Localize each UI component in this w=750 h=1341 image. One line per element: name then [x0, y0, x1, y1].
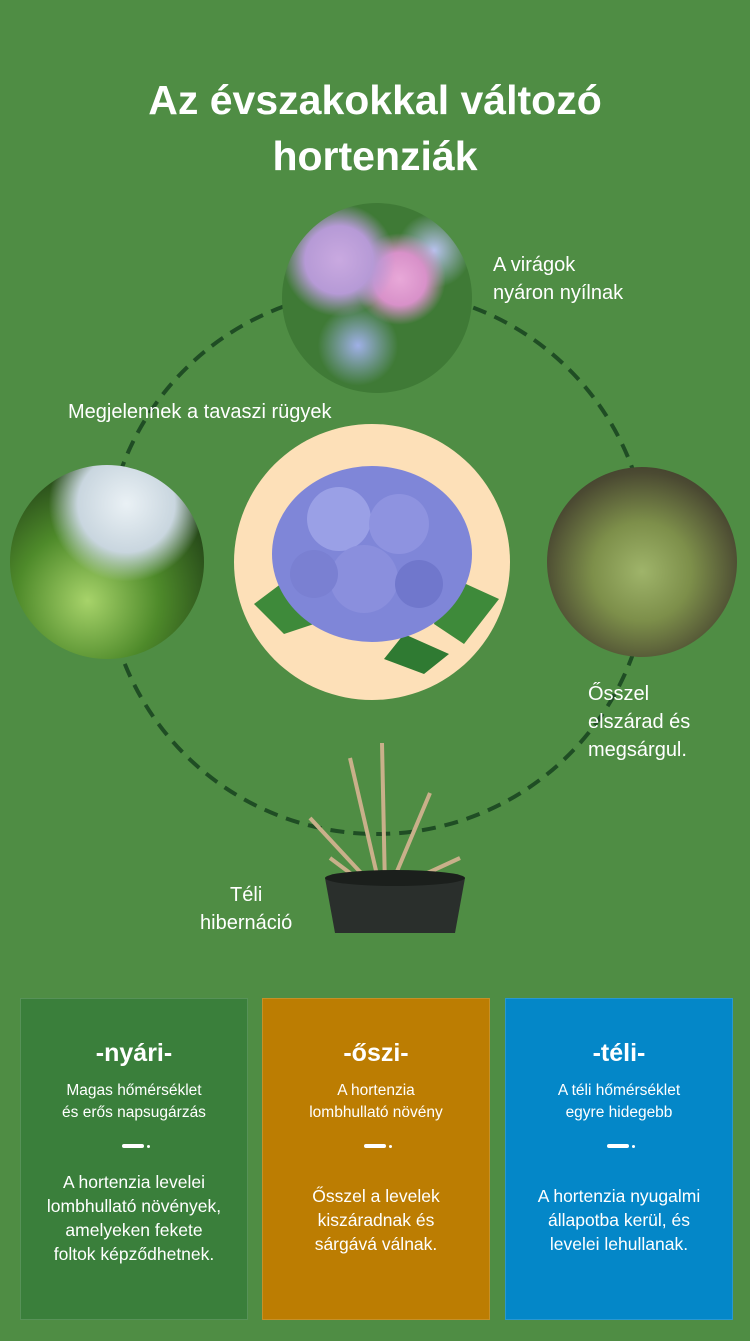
- divider-icon: [358, 1142, 394, 1150]
- autumn-label-line: Ősszel: [588, 683, 650, 705]
- winter-label: Téli hibernáció: [200, 881, 292, 937]
- divider-icon: [116, 1142, 152, 1150]
- summer-label-line: nyáron nyílnak: [493, 282, 624, 304]
- card-heading: -nyári-: [95, 1039, 173, 1067]
- blue-hydrangea-icon: [254, 466, 499, 674]
- card-heading: -téli-: [592, 1039, 646, 1067]
- title-line-2: hortenziák: [272, 133, 478, 179]
- winter-dormant-plant-image: [308, 742, 465, 933]
- autumn-label: Ősszel elszárad és megsárgul.: [588, 680, 690, 764]
- summer-hydrangea-photo: [282, 203, 472, 393]
- winter-label-line: Téli: [230, 884, 263, 906]
- title-line-1: Az évszakokkal változó: [148, 77, 602, 123]
- summer-label-line: A virágok: [493, 254, 576, 276]
- hydrangea-center-circle: [234, 424, 510, 700]
- winter-label-line: hibernáció: [200, 912, 293, 934]
- autumn-label-line: megsárgul.: [588, 739, 687, 761]
- summer-label: A virágok nyáron nyílnak: [493, 251, 623, 307]
- divider-icon: [601, 1142, 637, 1150]
- spring-label: Megjelennek a tavaszi rügyek: [68, 401, 332, 423]
- autumn-leaves-photo: [547, 467, 737, 657]
- card-heading: -őszi-: [343, 1039, 409, 1067]
- autumn-label-line: elszárad és: [588, 711, 691, 733]
- spring-buds-photo: [10, 465, 204, 659]
- page-title: Az évszakokkal változó hortenziák: [0, 72, 750, 184]
